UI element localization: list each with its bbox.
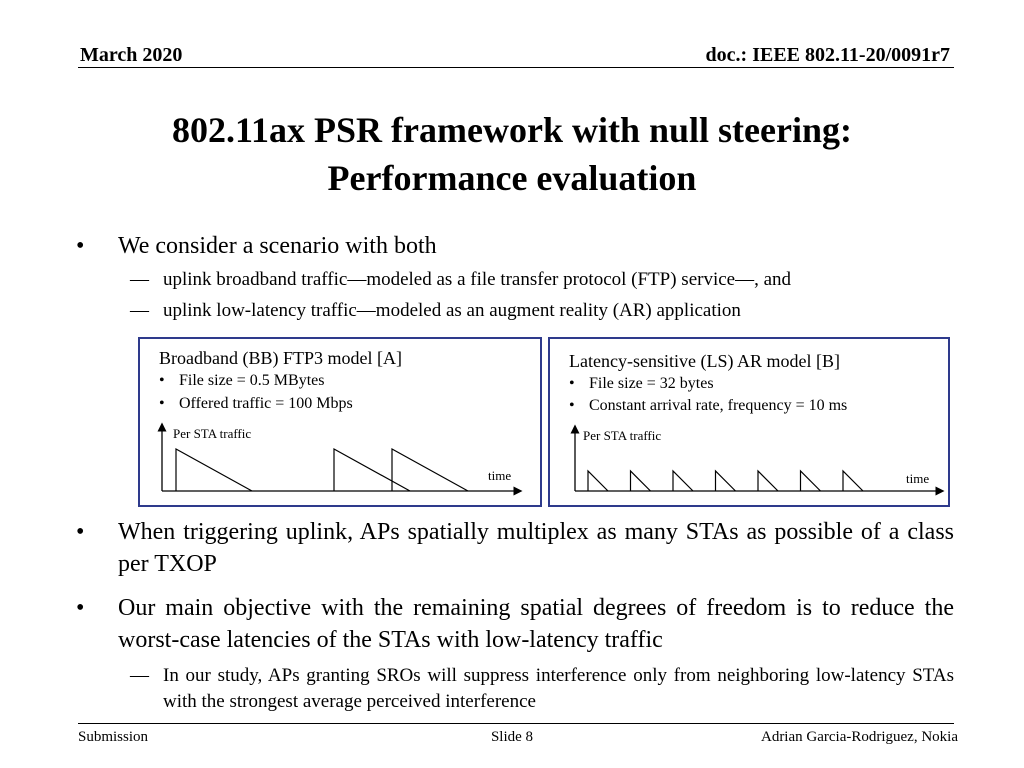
bb-model-box: Broadband (BB) FTP3 model [A] •File size…	[138, 337, 542, 507]
sub-bullet-text: uplink low-latency traffic—modeled as an…	[163, 300, 741, 321]
sub-bullet-broadband: — uplink broadband traffic—modeled as a …	[130, 267, 954, 293]
ls-traffic-diagram	[570, 424, 945, 496]
ls-packet	[842, 469, 864, 492]
bb-y-axis-label: Per STA traffic	[173, 426, 252, 441]
bb-item-file-size: •File size = 0.5 MBytes	[159, 372, 325, 389]
bullet-scenario: • We consider a scenario with both	[76, 230, 954, 262]
bullet-text: We consider a scenario with both	[118, 233, 437, 259]
bullet-marker: •	[76, 595, 85, 621]
ls-model-title: Latency-sensitive (LS) AR model [B]	[569, 351, 840, 371]
bb-file-burst	[333, 447, 411, 492]
bb-file-burst	[175, 447, 253, 492]
ls-packet	[587, 469, 609, 492]
ls-packet	[799, 469, 821, 492]
ls-packet	[757, 469, 779, 492]
ls-item-arrival-rate: •Constant arrival rate, frequency = 10 m…	[569, 397, 848, 414]
bullet-marker: •	[76, 233, 85, 259]
sub-bullet-marker: —	[130, 665, 149, 686]
ls-packet	[672, 469, 694, 492]
bullet-text: Our main objective with the remaining sp…	[118, 595, 954, 653]
bullet-triggering-uplink: • When triggering uplink, APs spatially …	[76, 516, 954, 580]
sub-bullet-marker: —	[130, 269, 149, 290]
bullet-marker: •	[76, 519, 85, 545]
bb-file-burst	[391, 447, 469, 492]
bullet-main-objective: • Our main objective with the remaining …	[76, 592, 954, 656]
bullet-text: When triggering uplink, APs spatially mu…	[118, 519, 954, 577]
sub-bullet-marker: —	[130, 300, 149, 321]
ls-packet	[629, 469, 651, 492]
sub-bullet-text: In our study, APs granting SROs will sup…	[163, 665, 954, 712]
slide-title-line1: 802.11ax PSR framework with null steerin…	[172, 110, 852, 150]
footer-slide-number: Slide 8	[490, 729, 534, 745]
bb-traffic-diagram	[157, 422, 523, 496]
bb-item-offered-traffic: •Offered traffic = 100 Mbps	[159, 395, 353, 412]
sub-bullet-low-latency: — uplink low-latency traffic—modeled as …	[130, 298, 954, 324]
ls-packet	[714, 469, 736, 492]
footer-divider	[78, 723, 954, 724]
footer-submission: Submission	[78, 729, 149, 745]
ls-y-axis-label: Per STA traffic	[583, 428, 662, 443]
sub-bullet-study: — In our study, APs granting SROs will s…	[130, 663, 954, 715]
footer-author: Adrian Garcia-Rodriguez, Nokia	[760, 729, 958, 745]
sub-bullet-text: uplink broadband traffic—modeled as a fi…	[163, 269, 792, 290]
bb-x-axis-label: time	[488, 468, 512, 483]
slide-title: 802.11ax PSR framework with null steerin…	[0, 106, 1024, 202]
ls-item-file-size: •File size = 32 bytes	[569, 375, 714, 392]
slide-title-line2: Performance evaluation	[327, 158, 697, 198]
ls-x-axis-label: time	[906, 471, 930, 486]
ls-model-box: Latency-sensitive (LS) AR model [B] •Fil…	[548, 337, 950, 507]
header-doc-id: doc.: IEEE 802.11-20/0091r7	[705, 44, 950, 66]
bb-model-title: Broadband (BB) FTP3 model [A]	[159, 348, 402, 368]
header-divider	[78, 67, 954, 68]
header-date: March 2020	[80, 44, 183, 66]
